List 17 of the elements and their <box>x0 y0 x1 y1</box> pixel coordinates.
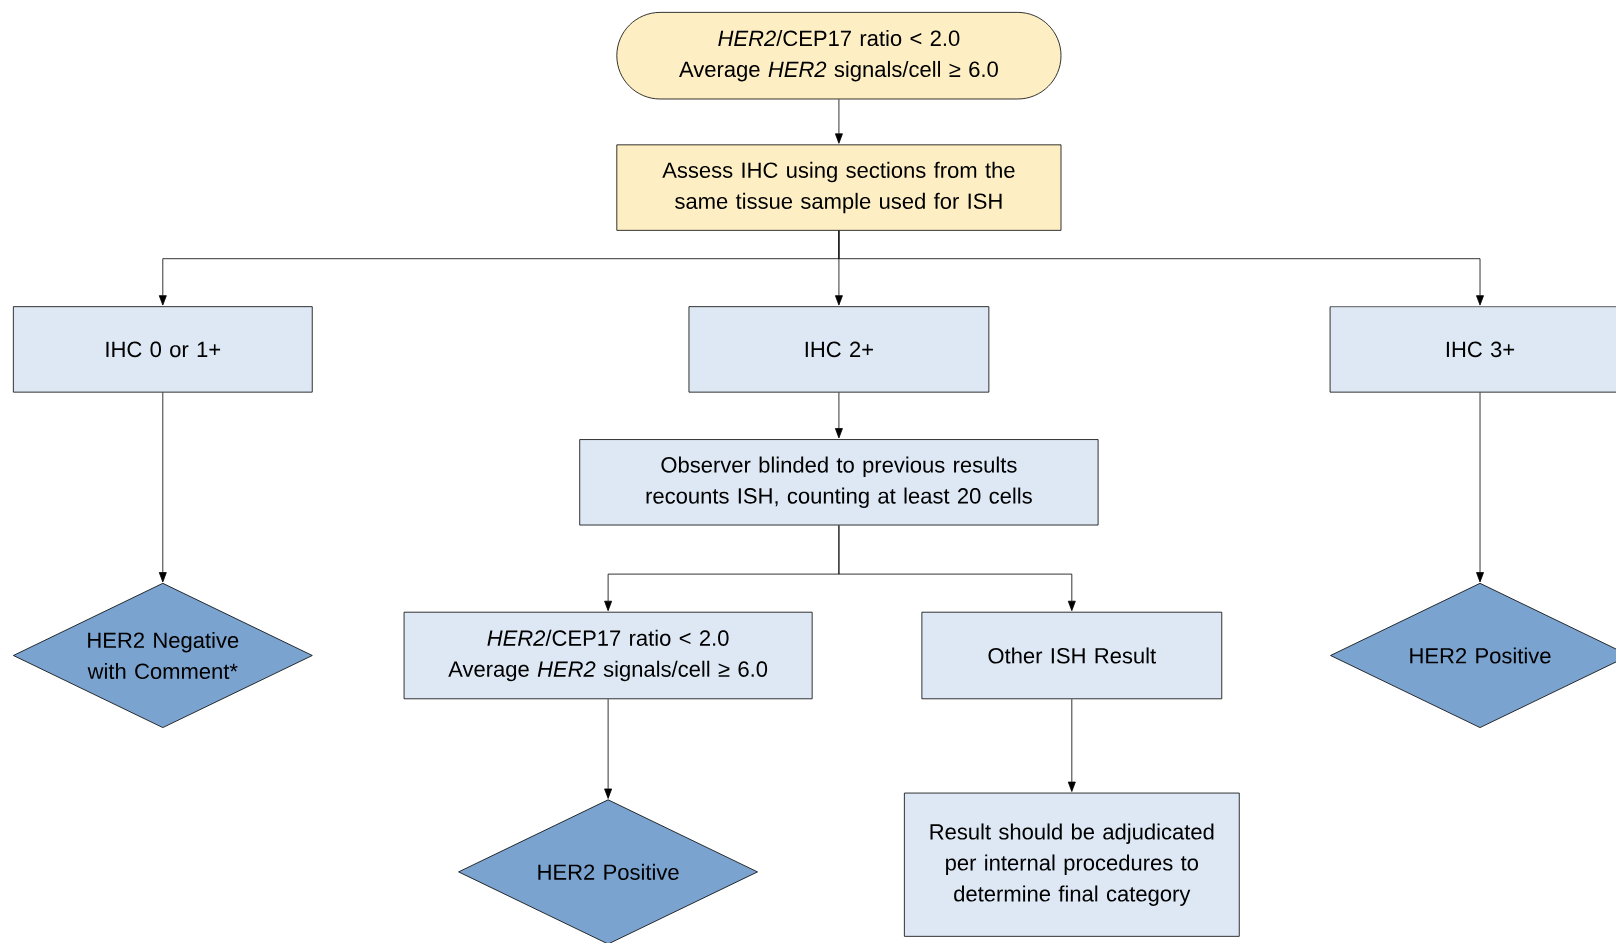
process-box: Assess IHC using sections from the same tissue sample used for ISH <box>616 144 1062 231</box>
arrow <box>838 230 1484 306</box>
process-box: IHC 0 or 1+ <box>12 306 313 393</box>
arrow <box>835 392 843 439</box>
process-box: HER2/CEP17 ratio < 2.0 Average HER2 signals/cell ≥ 6.0 <box>403 611 813 700</box>
process-box: IHC 3+ <box>1329 306 1616 393</box>
arrow <box>158 392 167 583</box>
start-terminator: HER2/CEP17 ratio < 2.0 Average HER2 signals/cell ≥ 6.0 <box>616 12 1062 100</box>
arrow <box>1067 698 1076 792</box>
arrow <box>835 99 843 144</box>
process-box: Observer blinded to previous results recounts ISH, counting at least 20 cells <box>579 439 1099 526</box>
arrow <box>838 525 1076 612</box>
arrow <box>1476 392 1484 583</box>
process-box: Result should be adjudicated per internal procedures to determine final category <box>903 792 1240 937</box>
process-box: Other ISH Result <box>921 611 1223 700</box>
process-box: IHC 2+ <box>688 306 990 393</box>
arrow <box>604 698 613 799</box>
